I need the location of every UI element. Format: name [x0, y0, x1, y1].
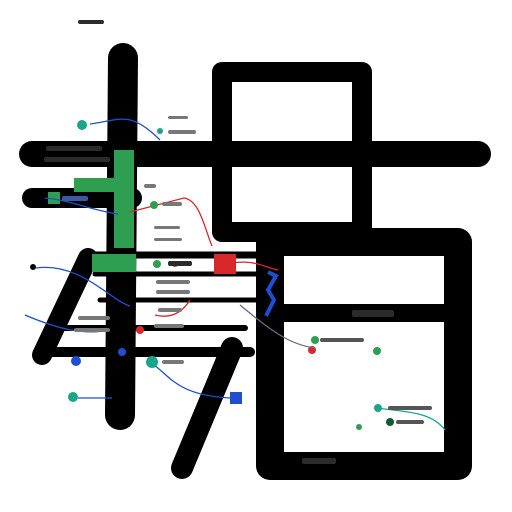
scribble	[162, 360, 184, 364]
leader-blue-long	[35, 266, 131, 307]
scribble	[154, 226, 180, 229]
scribble-marks	[44, 20, 432, 464]
teal-dot-top	[77, 120, 87, 130]
leader-gray-right	[239, 304, 316, 349]
scribble	[302, 458, 336, 464]
scribble	[320, 338, 364, 342]
lower-left-slant	[171, 337, 243, 479]
red-dot-b	[136, 326, 144, 334]
green-dot-e	[356, 424, 362, 430]
green-dot-d	[373, 347, 381, 355]
thin-lines-group	[127, 141, 216, 163]
scribble	[78, 20, 104, 24]
left-diagonal-stroke	[32, 248, 98, 365]
leader-blue-top	[89, 118, 161, 141]
scribble	[156, 290, 190, 294]
red-tag	[214, 254, 236, 274]
green-badge-wide	[74, 178, 122, 192]
green-badges	[48, 150, 136, 272]
leader-red-lower	[154, 299, 191, 317]
scribble	[46, 146, 102, 151]
marker-dots	[30, 120, 394, 430]
scribble	[352, 310, 394, 317]
scribble	[62, 196, 88, 201]
teal-dot-right	[374, 404, 382, 412]
blue-dot	[71, 356, 81, 366]
blue-chip	[230, 392, 242, 404]
scribble	[168, 261, 192, 266]
leader-red-mid	[129, 197, 213, 247]
green-badge-band	[92, 254, 136, 272]
blue-bracket	[264, 270, 279, 317]
scribble	[78, 316, 110, 320]
blue-dot-small	[118, 348, 126, 356]
scribble	[156, 280, 190, 284]
scribble	[162, 202, 182, 206]
blue-accents	[71, 270, 279, 404]
scribble	[144, 184, 156, 188]
black-dot-left	[30, 264, 36, 270]
leader-blue-left	[44, 197, 119, 215]
green-dot-c	[311, 336, 319, 344]
scribble	[168, 130, 196, 134]
green-dot-a	[150, 201, 158, 209]
scribble	[168, 116, 188, 119]
scribble	[74, 328, 110, 332]
leader-teal-right	[377, 407, 446, 431]
scribble	[396, 420, 424, 424]
teal-dot-low	[68, 392, 78, 402]
scribble	[154, 324, 184, 328]
green-badge-left	[48, 192, 60, 204]
scribble	[154, 238, 182, 241]
gray-dot-top	[157, 128, 163, 134]
leader-red-right	[225, 261, 279, 271]
scribble	[158, 308, 182, 312]
scribble	[388, 406, 432, 410]
green-dot-b	[153, 260, 161, 268]
leader-lines	[24, 118, 446, 431]
teal-dot-mid	[146, 356, 158, 368]
lower-box-outline	[256, 228, 472, 480]
green-badge-tall	[114, 150, 134, 248]
scribble	[44, 157, 110, 162]
dark-green-dot	[386, 418, 394, 426]
